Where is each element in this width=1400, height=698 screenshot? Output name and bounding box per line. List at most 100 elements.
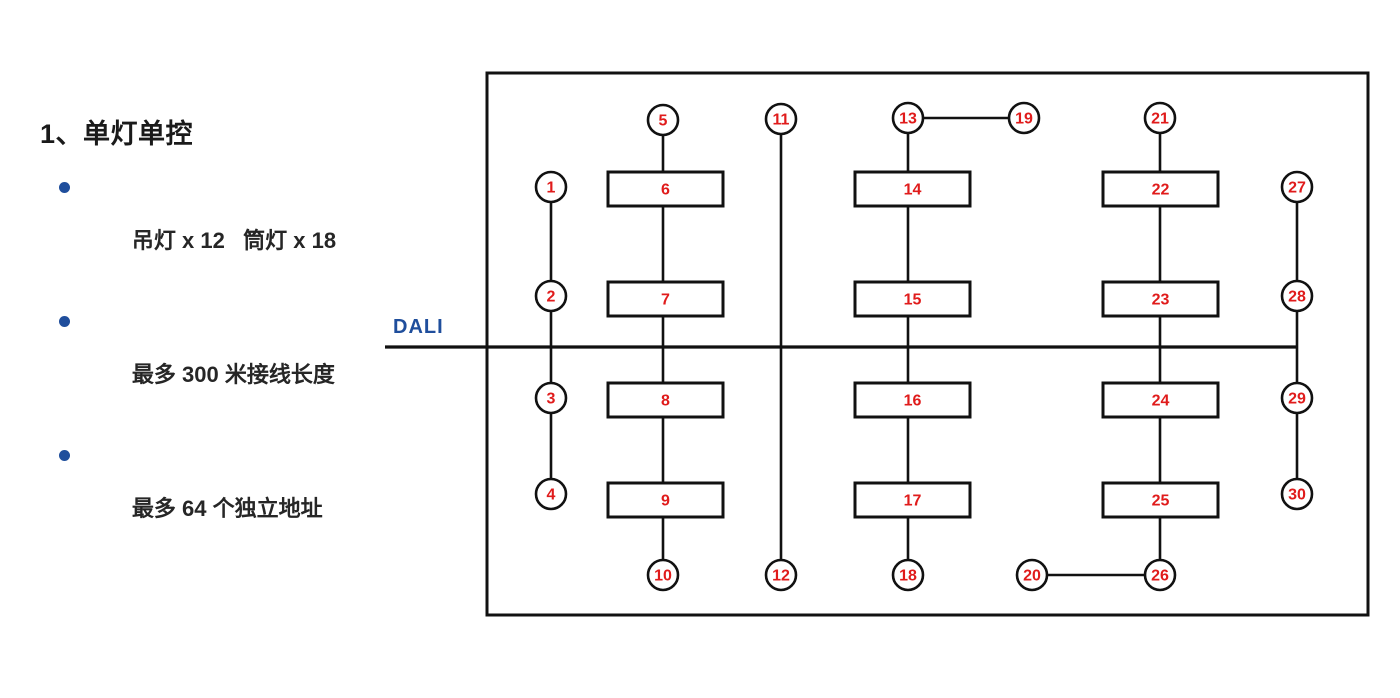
list-item-label: 吊灯 x 12 筒灯 x 18 — [131, 228, 337, 254]
node-circle[interactable] — [534, 170, 568, 204]
node-circle[interactable] — [764, 102, 798, 136]
node-number: 2 — [547, 289, 556, 306]
lamp-number: 7 — [661, 292, 670, 309]
lamp-rect[interactable] — [1101, 481, 1220, 519]
lamp-rect[interactable] — [1101, 280, 1220, 318]
node-number: 4 — [547, 487, 556, 504]
node-number: 5 — [659, 113, 668, 130]
lamp-rect[interactable] — [853, 280, 972, 318]
node-circle[interactable] — [646, 558, 680, 592]
node-number: 21 — [1151, 111, 1169, 128]
node-number: 3 — [547, 391, 556, 408]
lamp-rect[interactable] — [853, 481, 972, 519]
lamp-number: 25 — [1152, 493, 1170, 510]
list-item: 最多 64 个独立地址 — [40, 440, 440, 550]
enclosure-outline — [485, 71, 1370, 617]
node-circle[interactable] — [1280, 477, 1314, 511]
info-panel: 1、单灯单控 吊灯 x 12 筒灯 x 18 最多 300 米接线长度 最多 6… — [40, 118, 440, 574]
node-circle[interactable] — [534, 381, 568, 415]
circle-node-26[interactable]: 26 — [1143, 558, 1177, 592]
node-circle[interactable] — [1015, 558, 1049, 592]
dali-bus-label: DALI — [393, 316, 444, 338]
lamp-node-14[interactable]: 14 — [853, 170, 972, 208]
node-number: 29 — [1288, 391, 1306, 408]
bullet-dot-icon — [59, 450, 70, 462]
lamp-node-22[interactable]: 22 — [1101, 170, 1220, 208]
list-item: 吊灯 x 12 筒灯 x 18 — [40, 172, 440, 282]
circle-node-12[interactable]: 12 — [764, 558, 798, 592]
lamp-number: 16 — [904, 393, 922, 410]
list-item-label: 最多 64 个独立地址 — [131, 496, 323, 522]
bullet-dot-icon — [59, 182, 70, 194]
node-circle[interactable] — [764, 558, 798, 592]
lamp-node-6[interactable]: 6 — [606, 170, 725, 208]
lamp-node-25[interactable]: 25 — [1101, 481, 1220, 519]
lamp-node-23[interactable]: 23 — [1101, 280, 1220, 318]
circle-node-1[interactable]: 1 — [534, 170, 568, 204]
circle-node-18[interactable]: 18 — [891, 558, 925, 592]
circle-node-21[interactable]: 21 — [1143, 101, 1177, 135]
node-number: 27 — [1288, 180, 1306, 197]
circle-node-4[interactable]: 4 — [534, 477, 568, 511]
node-circle[interactable] — [534, 477, 568, 511]
node-number: 19 — [1015, 111, 1033, 128]
circle-node-28[interactable]: 28 — [1280, 279, 1314, 313]
node-circle[interactable] — [1143, 558, 1177, 592]
circle-node-10[interactable]: 10 — [646, 558, 680, 592]
lamp-node-15[interactable]: 15 — [853, 280, 972, 318]
lamp-number: 23 — [1152, 292, 1170, 309]
circle-node-2[interactable]: 2 — [534, 279, 568, 313]
node-circle[interactable] — [1280, 381, 1314, 415]
circle-node-20[interactable]: 20 — [1015, 558, 1049, 592]
wire-group — [549, 116, 1299, 577]
node-number: 20 — [1023, 568, 1041, 585]
lamp-node-16[interactable]: 16 — [853, 381, 972, 419]
lamp-rect[interactable] — [606, 280, 725, 318]
lamp-number: 14 — [904, 182, 922, 199]
circle-node-19[interactable]: 19 — [1007, 101, 1041, 135]
node-circle[interactable] — [891, 101, 925, 135]
circle-node-11[interactable]: 11 — [764, 102, 798, 136]
node-number: 18 — [899, 568, 917, 585]
node-circle[interactable] — [646, 103, 680, 137]
circle-node-13[interactable]: 13 — [891, 101, 925, 135]
lamp-rect[interactable] — [1101, 381, 1220, 419]
lamp-rect[interactable] — [606, 481, 725, 519]
node-number: 11 — [773, 112, 790, 129]
node-circle[interactable] — [1007, 101, 1041, 135]
lamp-node-9[interactable]: 9 — [606, 481, 725, 519]
node-number: 13 — [899, 111, 917, 128]
node-number: 28 — [1288, 289, 1306, 306]
circle-node-29[interactable]: 29 — [1280, 381, 1314, 415]
lamp-number: 22 — [1152, 182, 1170, 199]
node-circle[interactable] — [1280, 170, 1314, 204]
spec-bullet-list: 吊灯 x 12 筒灯 x 18 最多 300 米接线长度 最多 64 个独立地址 — [40, 172, 440, 550]
node-circle[interactable] — [891, 558, 925, 592]
lamp-rect[interactable] — [606, 381, 725, 419]
lamp-node-7[interactable]: 7 — [606, 280, 725, 318]
node-number: 1 — [547, 180, 556, 197]
circle-node-30[interactable]: 30 — [1280, 477, 1314, 511]
lamp-rect[interactable] — [606, 170, 725, 208]
lamp-node-8[interactable]: 8 — [606, 381, 725, 419]
node-number: 10 — [654, 568, 672, 585]
lamp-rect[interactable] — [853, 170, 972, 208]
node-number: 26 — [1151, 568, 1169, 585]
list-item-label: 最多 300 米接线长度 — [131, 362, 335, 388]
lamp-node-24[interactable]: 24 — [1101, 381, 1220, 419]
node-circle[interactable] — [1280, 279, 1314, 313]
lamp-rect[interactable] — [853, 381, 972, 419]
circle-node-5[interactable]: 5 — [646, 103, 680, 137]
lamp-node-17[interactable]: 17 — [853, 481, 972, 519]
lamp-group: 6 7 8 9 14 15 16 17 22 23 24 25 — [606, 170, 1220, 519]
lamp-rect[interactable] — [1101, 170, 1220, 208]
node-number: 30 — [1288, 487, 1306, 504]
lamp-number: 8 — [661, 393, 670, 410]
circle-node-3[interactable]: 3 — [534, 381, 568, 415]
circle-node-27[interactable]: 27 — [1280, 170, 1314, 204]
node-circle[interactable] — [534, 279, 568, 313]
node-circle[interactable] — [1143, 101, 1177, 135]
